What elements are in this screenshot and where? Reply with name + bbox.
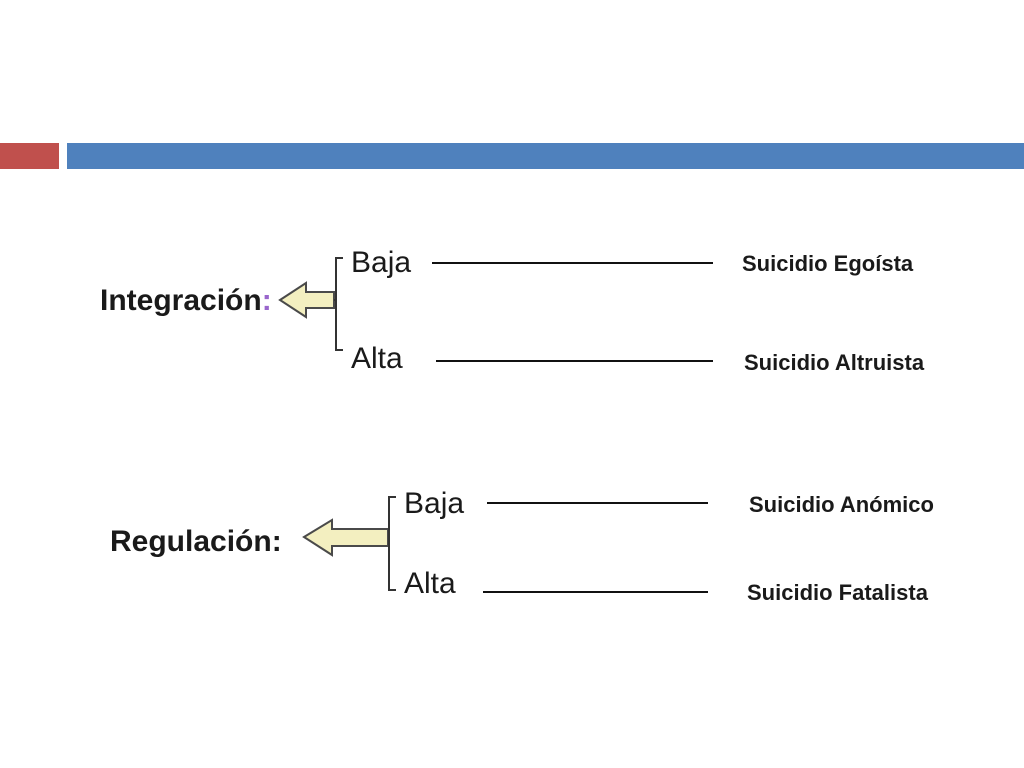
group-integracion: Integración: Baja Suicidio Egoísta Alta … bbox=[100, 246, 925, 375]
level-label-baja: Baja bbox=[351, 246, 411, 279]
category-label: Integración: bbox=[100, 284, 272, 317]
level-label-baja: Baja bbox=[404, 487, 464, 520]
result-label-anomico: Suicidio Anómico bbox=[749, 492, 934, 517]
result-label-egoista: Suicidio Egoísta bbox=[742, 251, 914, 276]
level-label-alta: Alta bbox=[351, 342, 403, 375]
accent-bar-right bbox=[67, 143, 1024, 169]
branch-bracket bbox=[388, 496, 396, 591]
level-label-alta: Alta bbox=[404, 567, 456, 600]
category-label: Regulación: bbox=[110, 525, 282, 558]
accent-bar-left bbox=[0, 143, 59, 169]
left-arrow-icon bbox=[302, 518, 389, 557]
branch-bracket bbox=[335, 257, 343, 351]
left-arrow-icon bbox=[278, 281, 335, 319]
result-label-altruista: Suicidio Altruista bbox=[744, 350, 925, 375]
result-label-fatalista: Suicidio Fatalista bbox=[747, 580, 929, 605]
group-regulacion: Regulación: Baja Suicidio Anómico Alta S… bbox=[110, 487, 934, 605]
